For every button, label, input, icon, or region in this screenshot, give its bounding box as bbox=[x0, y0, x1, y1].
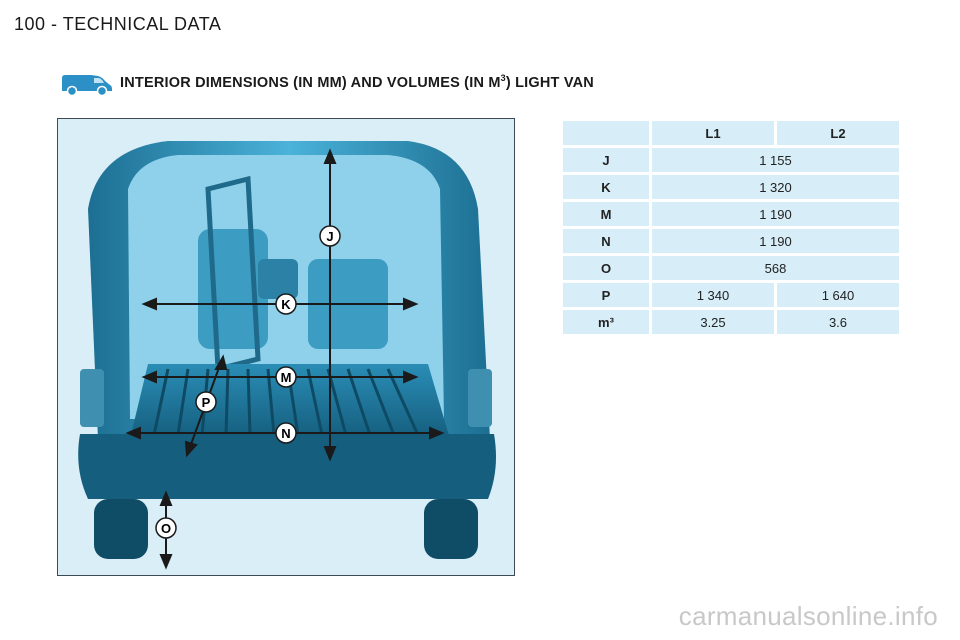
row-value-l2: 3.6 bbox=[777, 310, 899, 334]
van-icon bbox=[62, 75, 112, 97]
row-value: 1 155 bbox=[652, 148, 899, 172]
table-row: m³ 3.25 3.6 bbox=[563, 310, 899, 334]
table-row: O 568 bbox=[563, 256, 899, 280]
label-M: M bbox=[281, 370, 292, 385]
row-value: 1 190 bbox=[652, 229, 899, 253]
table-header-l2: L2 bbox=[777, 121, 899, 145]
row-value: 1 320 bbox=[652, 175, 899, 199]
row-value: 568 bbox=[652, 256, 899, 280]
section-title: INTERIOR DIMENSIONS (IN MM) AND VOLUMES … bbox=[120, 73, 594, 91]
row-label: N bbox=[563, 229, 649, 253]
table-row: N 1 190 bbox=[563, 229, 899, 253]
row-label: J bbox=[563, 148, 649, 172]
table-header-blank bbox=[563, 121, 649, 145]
row-value: 1 190 bbox=[652, 202, 899, 226]
row-value-l1: 1 340 bbox=[652, 283, 774, 307]
van-interior-drawing: J K M P N O bbox=[58, 119, 514, 575]
table-row: J 1 155 bbox=[563, 148, 899, 172]
row-value-l1: 3.25 bbox=[652, 310, 774, 334]
label-O: O bbox=[161, 521, 171, 536]
table-header-row: L1 L2 bbox=[563, 121, 899, 145]
row-label: M bbox=[563, 202, 649, 226]
van-interior-illustration: J K M P N O bbox=[57, 118, 515, 576]
label-K: K bbox=[281, 297, 291, 312]
row-label: K bbox=[563, 175, 649, 199]
row-label: m³ bbox=[563, 310, 649, 334]
row-label: O bbox=[563, 256, 649, 280]
label-P: P bbox=[202, 395, 211, 410]
label-N: N bbox=[281, 426, 290, 441]
row-label: P bbox=[563, 283, 649, 307]
table-header-l1: L1 bbox=[652, 121, 774, 145]
table-row: K 1 320 bbox=[563, 175, 899, 199]
row-value-l2: 1 640 bbox=[777, 283, 899, 307]
table-row: P 1 340 1 640 bbox=[563, 283, 899, 307]
dimensions-table: L1 L2 J 1 155 K 1 320 M 1 190 N 1 190 O … bbox=[560, 118, 902, 337]
table-row: M 1 190 bbox=[563, 202, 899, 226]
page-header: 100 - TECHNICAL DATA bbox=[14, 14, 222, 34]
label-J: J bbox=[326, 229, 333, 244]
watermark: carmanualsonline.info bbox=[678, 601, 938, 631]
section-title-row: INTERIOR DIMENSIONS (IN MM) AND VOLUMES … bbox=[58, 66, 594, 98]
